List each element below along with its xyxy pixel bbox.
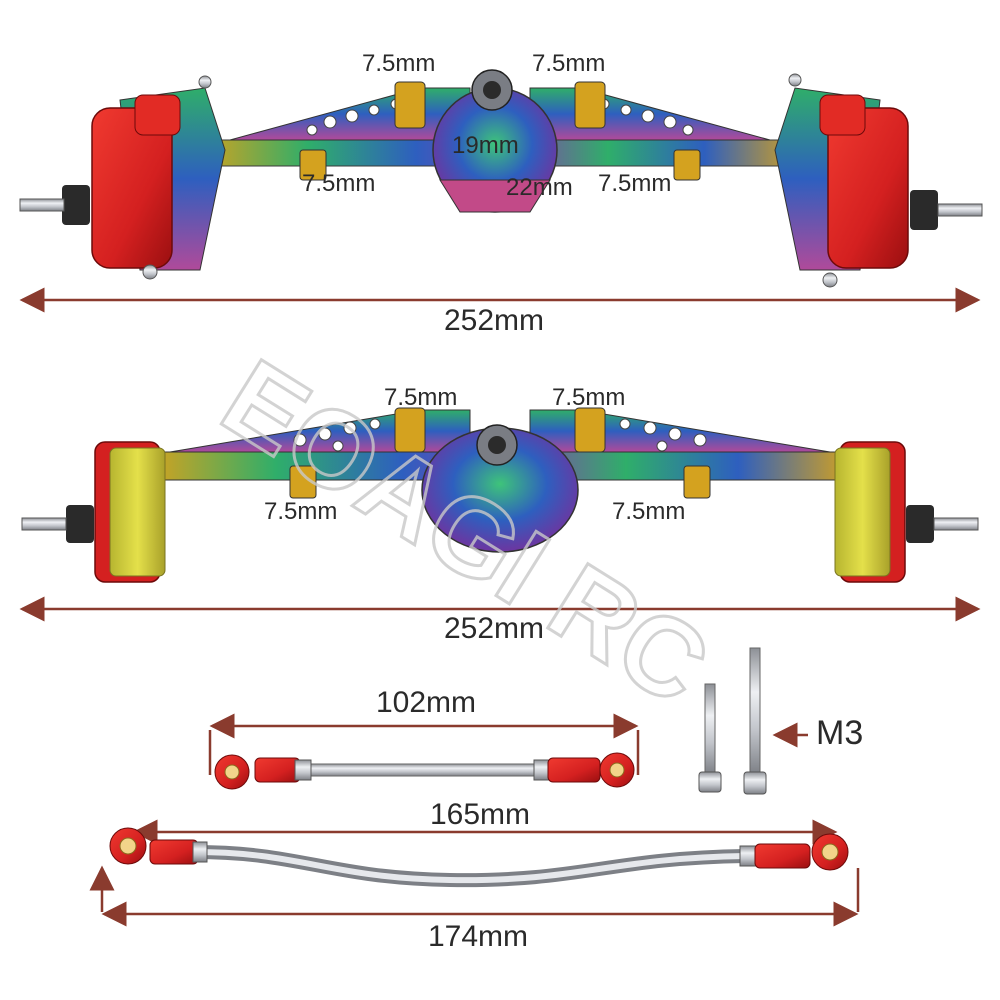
front-top-left-label: 7.5mm <box>362 50 436 77</box>
front-width-label: 252mm <box>444 304 545 337</box>
long-link <box>89 819 860 927</box>
rear-width-label: 252mm <box>444 612 545 645</box>
front-lower-right-label: 7.5mm <box>598 170 672 197</box>
front-lower-left-label: 7.5mm <box>302 170 376 197</box>
rear-lower-left-label: 7.5mm <box>264 498 338 525</box>
front-center-upper-label: 19mm <box>452 132 519 159</box>
rear-top-left-label: 7.5mm <box>384 384 458 411</box>
rear-top-right-label: 7.5mm <box>552 384 626 411</box>
front-axle <box>19 69 983 313</box>
short-link <box>208 713 640 790</box>
rear-lower-right-label: 7.5mm <box>612 498 686 525</box>
front-center-lower-label: 22mm <box>506 174 573 201</box>
rear-axle <box>19 407 981 622</box>
long-link-outer-length-label: 174mm <box>428 920 529 953</box>
short-link-length-label: 102mm <box>376 686 477 719</box>
m3-screws <box>698 647 808 795</box>
long-link-inner-length-label: 165mm <box>430 798 531 831</box>
front-top-right-label: 7.5mm <box>532 50 606 77</box>
screw-size-label: M3 <box>816 714 864 752</box>
